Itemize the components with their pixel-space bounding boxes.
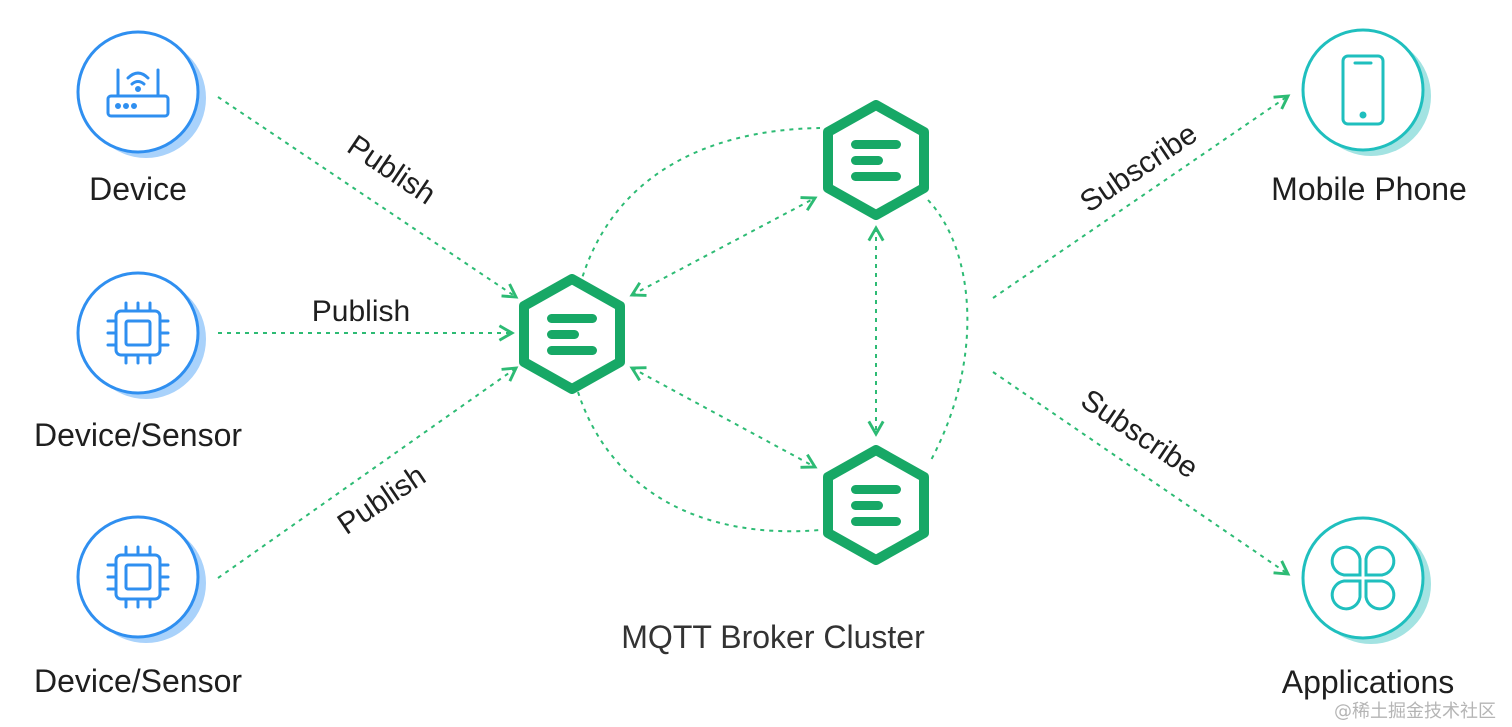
publish-bottom-line: [217, 366, 519, 579]
device-label: Device: [89, 171, 187, 207]
broker-node-left: [524, 279, 620, 389]
clover-apps-icon: [1330, 545, 1396, 611]
router-icon: [106, 68, 170, 118]
broker-node-top: [828, 105, 924, 215]
cluster-ring: [577, 127, 969, 533]
subscribe-bottom-label: Subscribe: [1075, 383, 1204, 485]
sensor-node-1: [76, 271, 206, 399]
mobile-phone-node: [1301, 28, 1431, 156]
subscribe-top-line: [992, 94, 1291, 299]
cluster-links: [629, 196, 885, 469]
cluster-label: MQTT Broker Cluster: [621, 619, 925, 655]
watermark: @稀土掘金技术社区: [1334, 701, 1496, 722]
device-node: [76, 30, 206, 158]
mobile-phone-icon: [1341, 54, 1385, 126]
publish-top-line: [217, 96, 519, 299]
chip-icon: [106, 545, 170, 609]
sensor-1-label: Device/Sensor: [34, 417, 242, 453]
flow-lines: [217, 94, 1291, 579]
publish-top-label: Publish: [341, 129, 441, 211]
applications-node: [1301, 516, 1431, 644]
chip-icon: [106, 301, 170, 365]
mobile-phone-label: Mobile Phone: [1271, 171, 1467, 207]
applications-label: Applications: [1282, 664, 1455, 700]
subscribe-bottom-line: [992, 371, 1291, 576]
publish-bottom-label: Publish: [332, 459, 432, 541]
subscribe-top-label: Subscribe: [1074, 117, 1203, 219]
broker-node-bottom: [828, 450, 924, 560]
sensor-2-label: Device/Sensor: [34, 663, 242, 699]
publish-mid-label: Publish: [312, 295, 410, 328]
sensor-node-2: [76, 515, 206, 643]
